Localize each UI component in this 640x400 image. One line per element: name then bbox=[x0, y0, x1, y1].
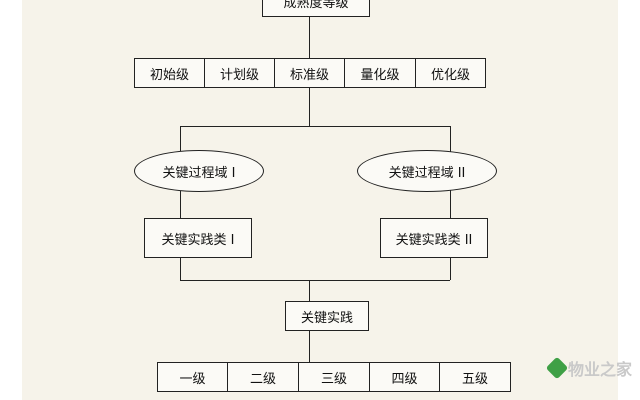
watermark: 物业之家 bbox=[545, 356, 632, 380]
maturity-level-cell: 初始级 bbox=[135, 59, 205, 87]
grade-label: 二级 bbox=[249, 371, 276, 387]
maturity-level-label: 初始级 bbox=[149, 67, 189, 83]
practice-category-1: 关键实践类 I bbox=[144, 218, 252, 258]
connector-domain-2-to-category-2 bbox=[450, 190, 451, 218]
practice-category-label: 关键实践类 II bbox=[395, 232, 473, 248]
practice-category-label: 关键实践类 I bbox=[161, 232, 235, 248]
connector-top-to-levels bbox=[309, 17, 310, 58]
maturity-level-cell: 优化级 bbox=[416, 59, 485, 87]
maturity-level-label: 优化级 bbox=[430, 67, 470, 83]
grade-cell: 五级 bbox=[440, 363, 510, 391]
grade-cell: 四级 bbox=[370, 363, 440, 391]
process-domain-label: 关键过程域 I bbox=[162, 165, 236, 181]
grade-cell: 三级 bbox=[299, 363, 370, 391]
process-domain-label: 关键过程域 II bbox=[388, 165, 466, 181]
connector-category-2-down bbox=[450, 258, 451, 280]
process-domain-1: 关键过程域 I bbox=[134, 150, 264, 192]
grade-label: 五级 bbox=[461, 371, 488, 387]
key-practice-label: 关键实践 bbox=[300, 310, 353, 326]
maturity-grade-box: 成熟度等级 bbox=[262, 0, 370, 17]
grade-cell: 一级 bbox=[158, 363, 228, 391]
connector-branch-horizontal bbox=[180, 126, 450, 127]
connector-branch-left bbox=[180, 126, 181, 154]
grade-cell: 二级 bbox=[228, 363, 299, 391]
maturity-levels-row: 初始级 计划级 标准级 量化级 优化级 bbox=[134, 58, 486, 88]
connector-category-1-down bbox=[180, 258, 181, 280]
practice-category-2: 关键实践类 II bbox=[380, 218, 488, 258]
connector-join-to-practice bbox=[309, 280, 310, 301]
key-practice-box: 关键实践 bbox=[285, 301, 369, 331]
grade-label: 一级 bbox=[179, 371, 206, 387]
connector-join-horizontal bbox=[180, 280, 450, 281]
maturity-grade-label: 成熟度等级 bbox=[283, 0, 349, 11]
grades-row: 一级 二级 三级 四级 五级 bbox=[157, 362, 511, 392]
grade-label: 三级 bbox=[320, 371, 347, 387]
maturity-level-cell: 量化级 bbox=[345, 59, 416, 87]
connector-branch-right bbox=[450, 126, 451, 154]
connector-domain-1-to-category-1 bbox=[180, 190, 181, 218]
connector-practice-to-grades bbox=[309, 331, 310, 362]
watermark-text: 物业之家 bbox=[567, 360, 632, 379]
connector-levels-down bbox=[309, 88, 310, 126]
maturity-level-cell: 标准级 bbox=[275, 59, 345, 87]
grade-label: 四级 bbox=[391, 371, 418, 387]
house-leaf-icon bbox=[545, 356, 569, 380]
maturity-level-cell: 计划级 bbox=[205, 59, 275, 87]
maturity-level-label: 标准级 bbox=[289, 67, 329, 83]
maturity-level-label: 量化级 bbox=[360, 67, 400, 83]
process-domain-2: 关键过程域 II bbox=[357, 150, 497, 192]
diagram-canvas: 成熟度等级 初始级 计划级 标准级 量化级 优化级 关键过程域 I 关键过程域 … bbox=[22, 0, 618, 400]
maturity-level-label: 计划级 bbox=[219, 67, 259, 83]
